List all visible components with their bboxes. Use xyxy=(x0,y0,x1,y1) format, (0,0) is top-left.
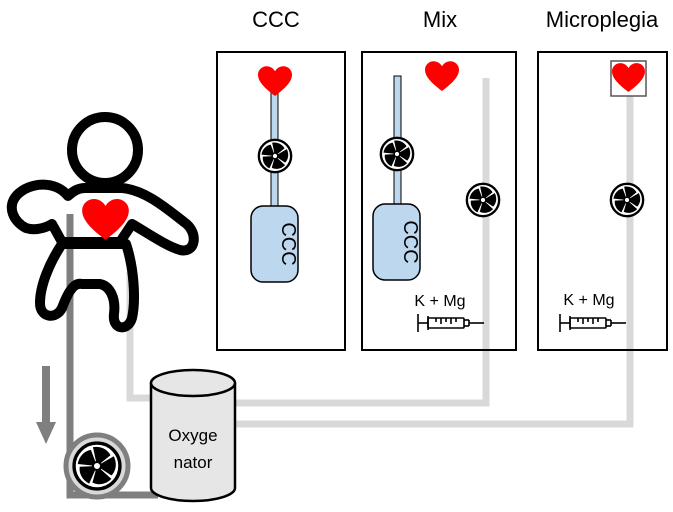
ccc-reservoir xyxy=(250,205,299,283)
venous-drain-line xyxy=(66,214,158,499)
mix-ccc-reservoir xyxy=(372,203,421,281)
mix-title: Mix xyxy=(423,7,457,32)
ccc-panel: CCC xyxy=(216,51,346,351)
roller-pump-icon xyxy=(379,136,415,172)
baby-body xyxy=(6,179,199,256)
syringe-icon xyxy=(417,313,485,333)
mix-panel: CCC K + Mg xyxy=(361,51,517,351)
patient-baby-icon xyxy=(6,112,199,333)
main-roller-pump xyxy=(63,432,131,500)
mix-additive-label: K + Mg xyxy=(414,293,465,310)
roller-pump-icon xyxy=(465,182,501,218)
baby-legs xyxy=(35,239,139,333)
oxygenator-label-line1: Oxyge xyxy=(168,426,217,445)
mix-panel-frame xyxy=(361,51,517,351)
ccc-reservoir-label: CCC xyxy=(277,222,299,265)
heart-icon xyxy=(425,61,459,91)
microplegia-additive-label: K + Mg xyxy=(563,292,614,309)
roller-pump-icon xyxy=(72,441,122,492)
roller-pump-icon xyxy=(257,138,293,174)
roller-pump-icon xyxy=(609,182,645,218)
microplegia-panel-frame xyxy=(537,51,668,351)
ccc-panel-frame xyxy=(216,51,346,351)
venous-flow-arrow xyxy=(36,366,56,444)
microplegia-title: Microplegia xyxy=(546,7,659,32)
venous-tubing xyxy=(66,214,158,499)
baby-head xyxy=(67,112,143,188)
ccc-title: CCC xyxy=(252,7,300,32)
oxygenator-label-line2: nator xyxy=(174,453,213,472)
microplegia-panel: K + Mg xyxy=(537,51,668,351)
mix-reservoir-label: CCC xyxy=(399,220,421,263)
syringe-icon xyxy=(559,313,627,333)
oxygenator: Oxyge nator xyxy=(149,368,237,503)
